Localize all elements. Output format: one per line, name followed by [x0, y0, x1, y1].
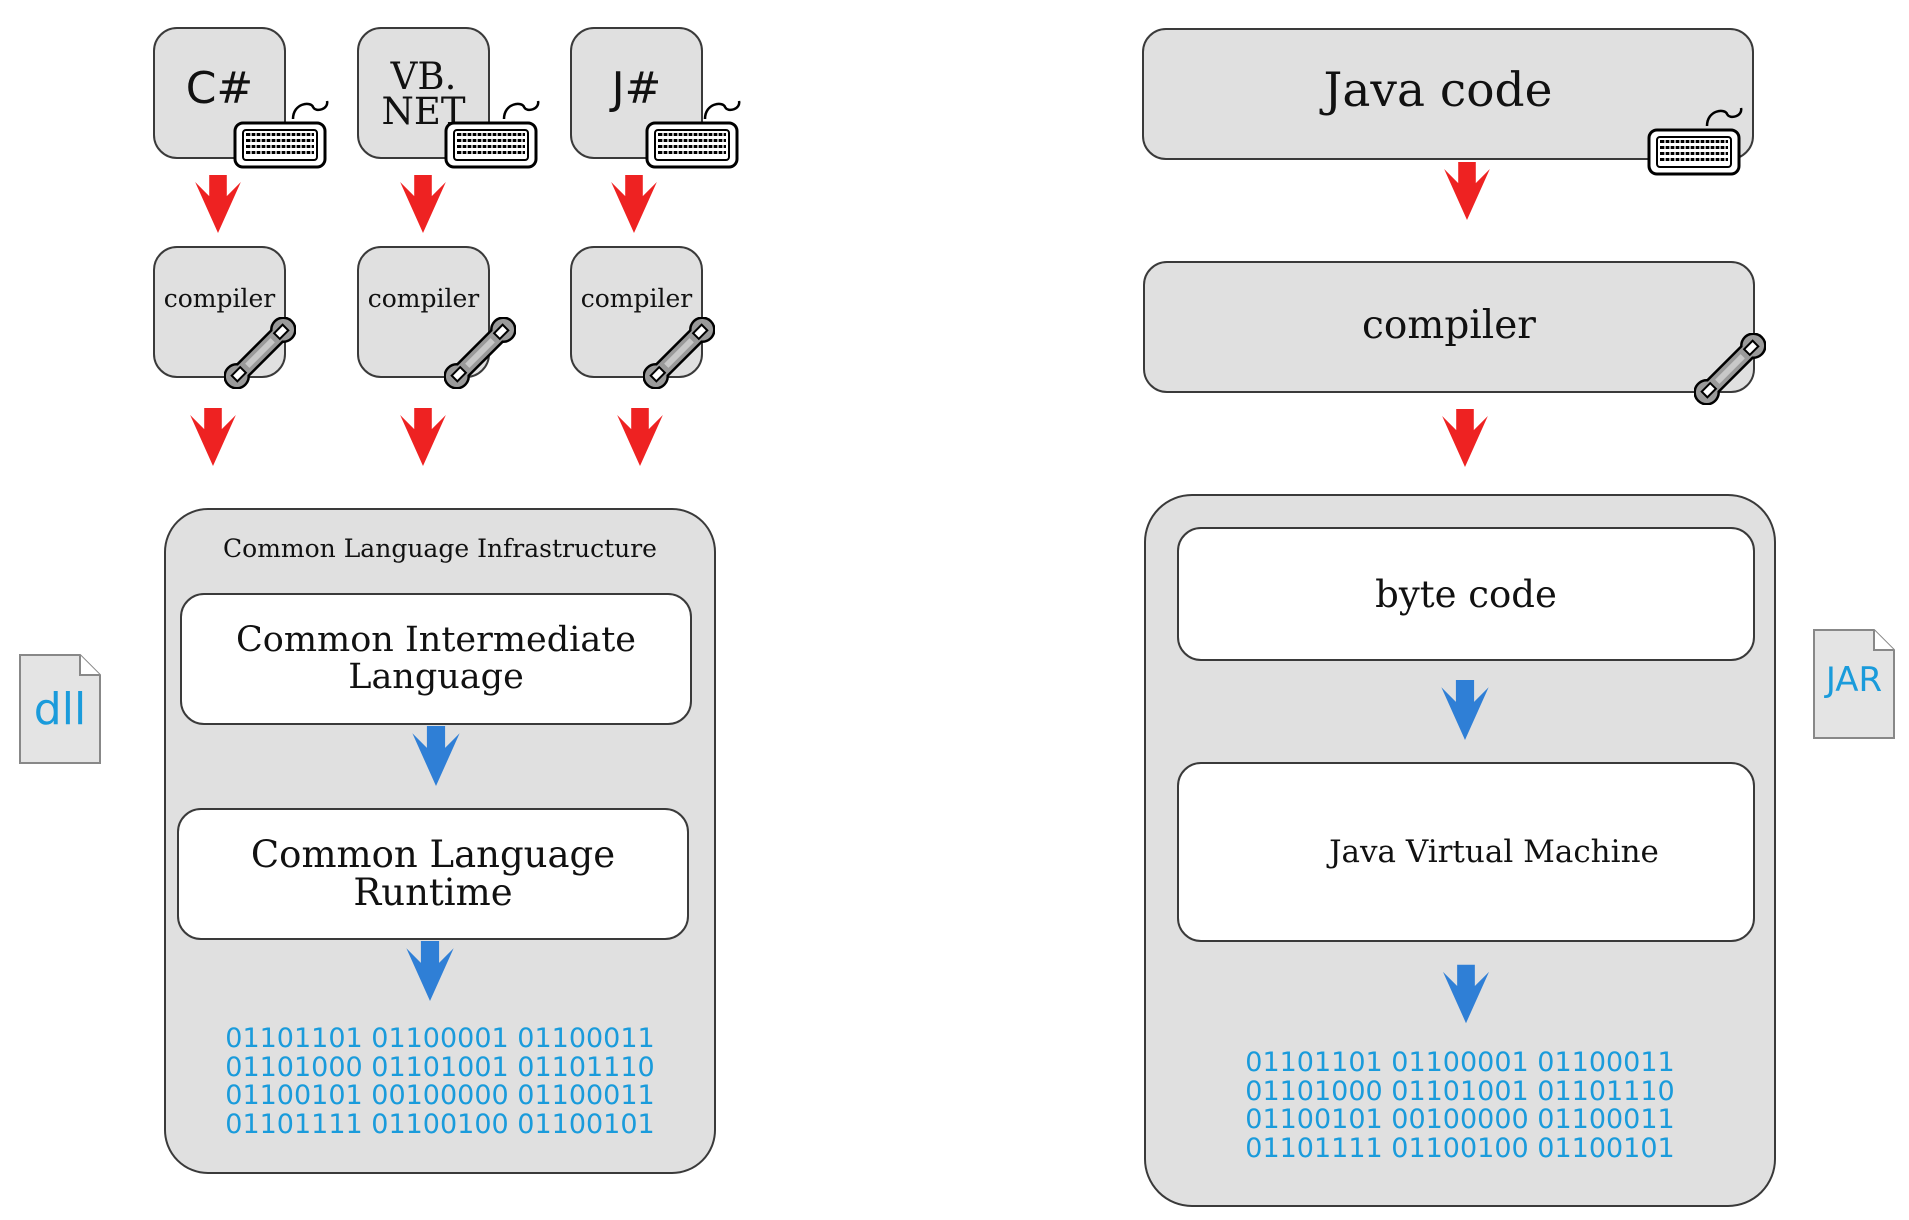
keyboard-icon [645, 99, 741, 171]
down-arrow-icon [608, 175, 660, 233]
down-arrow-icon [187, 408, 239, 466]
wrench-icon [1694, 333, 1766, 405]
keyboard-icon [1647, 106, 1743, 178]
bytecode-box: byte code [1177, 527, 1755, 661]
compiler-label: compiler [580, 283, 693, 313]
keyboard-icon [444, 99, 540, 171]
keyboard-icon [233, 99, 329, 171]
down-arrow-icon [1441, 680, 1489, 740]
down-arrow-icon [1443, 964, 1489, 1024]
dotnet-machine-code: 01101101 01100001 01100011 01101000 0110… [225, 1023, 655, 1140]
down-arrow-icon [406, 941, 454, 1001]
compiler-label: compiler [163, 283, 276, 313]
clr-box: Common Language Runtime [177, 808, 689, 940]
jar-file-label: JAR [1825, 660, 1883, 700]
csharp-compiler-box: compiler [153, 246, 286, 378]
down-arrow-icon [1441, 162, 1493, 220]
jvm-box: Java Virtual Machine [1177, 762, 1755, 942]
vbnet-compiler-box: compiler [357, 246, 490, 378]
down-arrow-icon [1439, 409, 1491, 467]
java-machine-code: 01101101 01100001 01100011 01101000 0110… [1245, 1047, 1675, 1164]
down-arrow-icon [397, 175, 449, 233]
cil-box: Common Intermediate Language [180, 593, 692, 725]
down-arrow-icon [397, 408, 449, 466]
compiler-label: compiler [367, 283, 480, 313]
wrench-icon [444, 317, 516, 389]
down-arrow-icon [411, 726, 461, 786]
down-arrow-icon [614, 408, 666, 466]
csharp-label: C# [185, 63, 254, 114]
java-compiler-box: compiler [1143, 261, 1755, 393]
down-arrow-icon [192, 175, 244, 233]
jsharp-compiler-box: compiler [570, 246, 703, 378]
jsharp-label: J# [611, 63, 662, 114]
csharp-source-box: C# [153, 27, 286, 159]
cli-title: Common Language Infrastructure [223, 533, 657, 563]
dll-file-label: dll [33, 684, 87, 735]
wrench-icon [224, 317, 296, 389]
wrench-icon [643, 317, 715, 389]
